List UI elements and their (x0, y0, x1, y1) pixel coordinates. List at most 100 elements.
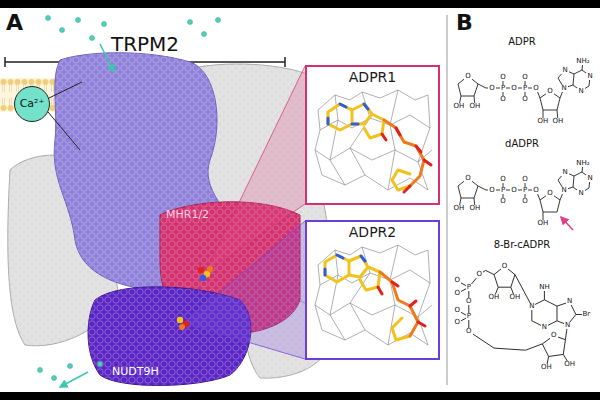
ligand-atom (179, 324, 185, 330)
atom-label: O (488, 187, 496, 194)
molecule-name: 8-Br-cADPR (494, 240, 551, 250)
atom-label: N (560, 85, 567, 92)
atom-label: OH (537, 118, 550, 125)
atom-label: OH (469, 103, 482, 110)
molecule-name: ADPR (508, 37, 536, 47)
calcium-ion (90, 36, 95, 41)
atom-label: P (466, 284, 472, 291)
calcium-ion (52, 376, 57, 381)
complex-name: TRPM2 (111, 34, 179, 54)
atom-label: NH₂ (575, 58, 590, 65)
node-text: MHR1/2 (166, 209, 209, 222)
atom-label: N (541, 324, 548, 331)
nitrogen-bonds (328, 104, 368, 124)
atom-label: N (586, 73, 593, 80)
domain-region: NUDT9H (90, 285, 250, 385)
atom-label: OH (563, 361, 576, 368)
domain-region: MHR1/2 (160, 205, 300, 335)
atom-label: N (577, 190, 584, 197)
atom-label: OH (453, 205, 466, 212)
atom-label: O (510, 187, 518, 194)
atom-label: O (488, 85, 496, 92)
atom-label: Br (582, 311, 592, 318)
atom-label: OH (453, 103, 466, 110)
atom-label: O (465, 298, 473, 305)
atom-label: O (546, 190, 554, 197)
atom-label: O (510, 85, 518, 92)
node-text: ADPR2 (349, 224, 396, 240)
calcium-ion (76, 18, 81, 23)
node-text: NUDT9H (112, 366, 159, 379)
nitrogen-bonds (325, 255, 365, 275)
atom-label: O (521, 74, 529, 81)
frame-bar (0, 392, 600, 400)
atom-label: O (453, 307, 461, 314)
atom-label: N (566, 298, 573, 305)
atom-label: OH (509, 294, 522, 301)
calcium-ion (68, 364, 73, 369)
atom-label: P (500, 85, 506, 92)
atom-label: O (499, 198, 507, 205)
calcium-ion (216, 18, 221, 23)
atom-label: P (522, 85, 528, 92)
skeletal-bonds (458, 61, 590, 121)
ligand-atom (198, 267, 204, 273)
carbon-bonds (328, 104, 410, 190)
atom-label: O (546, 88, 554, 95)
oxygen-bonds (382, 128, 431, 192)
atom-label: O (476, 271, 484, 278)
circle-shape (15, 87, 50, 122)
atom-label: NH (538, 284, 551, 291)
skeletal-bonds (457, 266, 586, 367)
node-text: ADPR1 (349, 69, 396, 85)
atom-label: P (466, 313, 472, 320)
br-cadpr-structure (457, 266, 586, 367)
inset-background (307, 67, 438, 203)
density-mesh (315, 90, 432, 190)
atom-label: O (550, 332, 558, 339)
atom-label: N (586, 175, 593, 182)
ligand-sticks (325, 104, 431, 340)
panel-letter: B (456, 12, 473, 34)
calcium-ion (188, 20, 193, 25)
ion-flow-arrow (60, 372, 88, 387)
atom-label: OH (537, 220, 550, 227)
atom-label: O (464, 73, 472, 80)
wedge-fill (183, 221, 305, 359)
molecule-name: dADPR (505, 139, 539, 149)
atom-label: N (528, 303, 535, 310)
atom-label: N (564, 322, 571, 329)
atom-label: O (453, 319, 461, 326)
ligand-atom (177, 317, 183, 323)
calcium-ion (60, 28, 65, 33)
atom-label: O (465, 328, 473, 335)
inset-background (307, 222, 438, 358)
atom-label: P (500, 187, 506, 194)
calcium-ion (202, 32, 207, 37)
phosphate-bonds (384, 120, 424, 186)
atom-label: O (499, 74, 507, 81)
deoxy-pointer (561, 217, 573, 230)
atom-label: O (521, 96, 529, 103)
atom-label: O (453, 277, 461, 284)
atom-label: OH (552, 118, 565, 125)
callout-wedge (183, 221, 305, 359)
atom-label: O (453, 290, 461, 297)
ion-circle: Ca²⁺ (14, 86, 50, 122)
atom-label: O (532, 187, 540, 194)
atom-label: O (501, 263, 509, 270)
atom-label: P (522, 187, 528, 194)
atom-label: O (521, 176, 529, 183)
ligand-atom (200, 275, 206, 281)
atom-label: N (561, 67, 568, 74)
ligand-atom (207, 266, 213, 272)
atom-label: O (521, 198, 529, 205)
node-text: Ca²⁺ (20, 98, 45, 111)
calcium-ion (98, 362, 103, 367)
density-mesh (315, 245, 432, 345)
dadpr-structure (458, 163, 590, 230)
atom-label: N (561, 169, 568, 176)
